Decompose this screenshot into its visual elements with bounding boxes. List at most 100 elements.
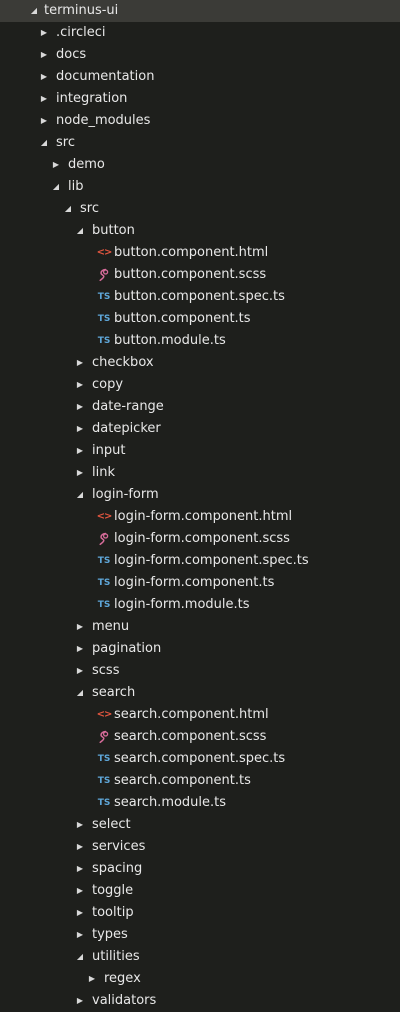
tree-folder-node-modules[interactable]: ▶node_modules <box>0 110 400 132</box>
tree-item-label: link <box>92 465 115 480</box>
html-file-icon: <> <box>96 247 113 258</box>
tree-folder-checkbox[interactable]: ▶checkbox <box>0 352 400 374</box>
collapsed-arrow-icon[interactable]: ▶ <box>76 666 84 675</box>
tree-root-terminus-ui[interactable]: ◢ terminus-ui <box>0 0 400 22</box>
tree-item-label: button.component.ts <box>114 311 251 326</box>
tree-folder-select[interactable]: ▶ select <box>0 814 400 836</box>
tree-folder-lib[interactable]: ◢ lib <box>0 176 400 198</box>
tree-folder-datepicker[interactable]: ▶ datepicker <box>0 418 400 440</box>
collapsed-arrow-icon[interactable]: ▶ <box>76 468 84 477</box>
tree-folder-src[interactable]: ◢src <box>0 198 400 220</box>
tree-folder-src[interactable]: ◢src <box>0 132 400 154</box>
tree-item-label: services <box>92 839 146 854</box>
tree-folder-login-form[interactable]: ◢login-form <box>0 484 400 506</box>
ts-file-icon: TS <box>97 314 111 324</box>
collapsed-arrow-icon[interactable]: ▶ <box>76 908 84 917</box>
collapsed-arrow-icon[interactable]: ▶ <box>76 930 84 939</box>
tree-folder-validators[interactable]: ▶validators <box>0 990 400 1012</box>
expanded-arrow-icon[interactable]: ◢ <box>76 226 84 235</box>
expanded-arrow-icon[interactable]: ◢ <box>76 952 84 961</box>
tree-folder-spacing[interactable]: ▶spacing <box>0 858 400 880</box>
collapsed-arrow-icon[interactable]: ▶ <box>40 28 48 37</box>
tree-folder-pagination[interactable]: ▶ pagination <box>0 638 400 660</box>
ts-file-icon: TS <box>97 578 111 588</box>
tree-root-label: terminus-ui <box>44 3 119 18</box>
ts-file-icon: TS <box>97 556 111 566</box>
tree-folder-search[interactable]: ◢search <box>0 682 400 704</box>
collapsed-arrow-icon[interactable]: ▶ <box>40 116 48 125</box>
scss-file-icon <box>96 528 112 550</box>
tree-folder-demo[interactable]: ▶demo <box>0 154 400 176</box>
tree-folder-types[interactable]: ▶ types <box>0 924 400 946</box>
expanded-arrow-icon[interactable]: ◢ <box>30 6 38 15</box>
collapsed-arrow-icon[interactable]: ▶ <box>52 160 60 169</box>
tree-item-label: datepicker <box>92 421 161 436</box>
collapsed-arrow-icon[interactable]: ▶ <box>76 358 84 367</box>
collapsed-arrow-icon[interactable]: ▶ <box>76 842 84 851</box>
tree-folder-integration[interactable]: ▶integration <box>0 88 400 110</box>
tree-folder-circleci[interactable]: ▶.circleci <box>0 22 400 44</box>
tree-file-login-form-component-scss[interactable]: login-form.component.scss <box>0 528 400 550</box>
collapsed-arrow-icon[interactable]: ▶ <box>76 644 84 653</box>
expanded-arrow-icon[interactable]: ◢ <box>52 182 60 191</box>
tree-item-label: types <box>92 927 128 942</box>
tree-folder-regex[interactable]: ▶regex <box>0 968 400 990</box>
collapsed-arrow-icon[interactable]: ▶ <box>76 402 84 411</box>
tree-file-login-form-component-html[interactable]: <>login-form.component.html <box>0 506 400 528</box>
tree-item-label: lib <box>68 179 84 194</box>
tree-folder-scss[interactable]: ▶scss <box>0 660 400 682</box>
collapsed-arrow-icon[interactable]: ▶ <box>88 974 96 983</box>
collapsed-arrow-icon[interactable]: ▶ <box>76 820 84 829</box>
tree-item-label: login-form.component.scss <box>114 531 290 546</box>
ts-file-icon: TS <box>97 292 111 302</box>
scss-file-icon <box>96 726 112 748</box>
tree-folder-tooltip[interactable]: ▶tooltip <box>0 902 400 924</box>
tree-folder-services[interactable]: ▶ services <box>0 836 400 858</box>
tree-item-label: pagination <box>92 641 162 656</box>
tree-item-label: docs <box>56 47 87 62</box>
expanded-arrow-icon[interactable]: ◢ <box>40 138 48 147</box>
tree-folder-input[interactable]: ▶input <box>0 440 400 462</box>
tree-file-button-component-scss[interactable]: button.component.scss <box>0 264 400 286</box>
collapsed-arrow-icon[interactable]: ▶ <box>76 446 84 455</box>
collapsed-arrow-icon[interactable]: ▶ <box>76 864 84 873</box>
collapsed-arrow-icon[interactable]: ▶ <box>40 72 48 81</box>
collapsed-arrow-icon[interactable]: ▶ <box>76 886 84 895</box>
collapsed-arrow-icon[interactable]: ▶ <box>76 380 84 389</box>
expanded-arrow-icon[interactable]: ◢ <box>64 204 72 213</box>
tree-item-label: button.component.spec.ts <box>114 289 285 304</box>
tree-file-button-component-html[interactable]: <>button.component.html <box>0 242 400 264</box>
tree-item-label: button.component.html <box>114 245 269 260</box>
tree-folder-utilities[interactable]: ◢utilities <box>0 946 400 968</box>
tree-item-label: login-form.component.ts <box>114 575 275 590</box>
tree-folder-docs[interactable]: ▶ docs <box>0 44 400 66</box>
tree-item-label: search.component.scss <box>114 729 267 744</box>
tree-folder-copy[interactable]: ▶copy <box>0 374 400 396</box>
tree-folder-date-range[interactable]: ▶date-range <box>0 396 400 418</box>
collapsed-arrow-icon[interactable]: ▶ <box>76 622 84 631</box>
collapsed-arrow-icon[interactable]: ▶ <box>76 424 84 433</box>
collapsed-arrow-icon[interactable]: ▶ <box>40 50 48 59</box>
tree-file-search-component-html[interactable]: <>search.component.html <box>0 704 400 726</box>
collapsed-arrow-icon[interactable]: ▶ <box>76 996 84 1005</box>
tree-item-label: select <box>92 817 131 832</box>
collapsed-arrow-icon[interactable]: ▶ <box>40 94 48 103</box>
tree-file-search-component-scss[interactable]: search.component.scss <box>0 726 400 748</box>
tree-folder-button[interactable]: ◢button <box>0 220 400 242</box>
tree-folder-link[interactable]: ▶ link <box>0 462 400 484</box>
tree-folder-documentation[interactable]: ▶documentation <box>0 66 400 88</box>
tree-folder-menu[interactable]: ▶menu <box>0 616 400 638</box>
tree-folder-toggle[interactable]: ▶toggle <box>0 880 400 902</box>
expanded-arrow-icon[interactable]: ◢ <box>76 688 84 697</box>
expanded-arrow-icon[interactable]: ◢ <box>76 490 84 499</box>
